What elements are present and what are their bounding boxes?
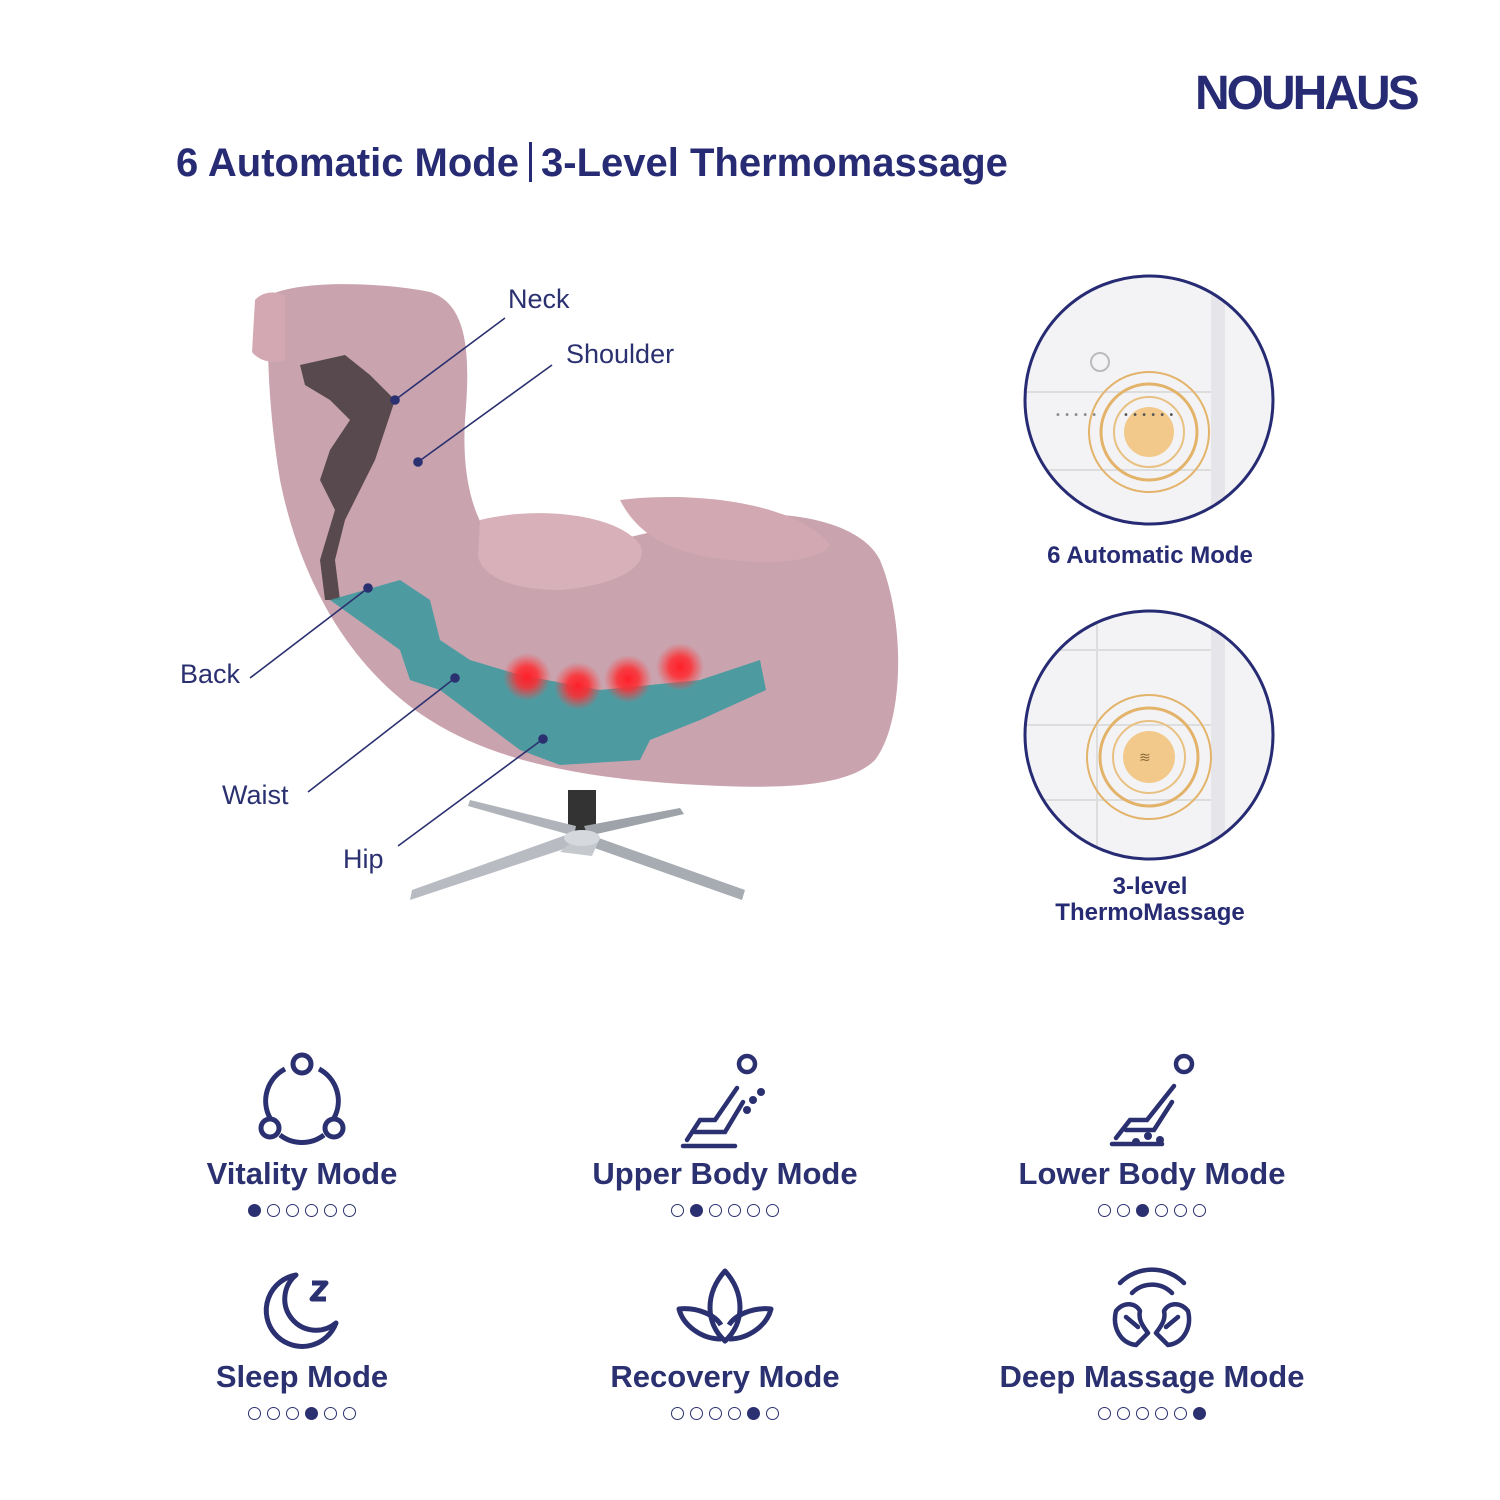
mode-dot	[728, 1204, 741, 1217]
mode-dot-active	[747, 1407, 760, 1420]
mode-dot	[747, 1204, 760, 1217]
mode-dot	[305, 1204, 318, 1217]
mode-dot	[324, 1407, 337, 1420]
mode-dot	[267, 1407, 280, 1420]
mode-sleep: Sleep Mode	[82, 1253, 522, 1420]
mode-dot	[709, 1407, 722, 1420]
mode-dot	[1117, 1407, 1130, 1420]
mode-dot	[1098, 1204, 1111, 1217]
label-hip: Hip	[343, 844, 384, 874]
mode-vitality: Vitality Mode	[82, 1050, 522, 1217]
mode-indicator	[505, 1407, 945, 1420]
deep-massage-icon	[932, 1253, 1372, 1353]
mode-dot-active	[1136, 1204, 1149, 1217]
label-shoulder: Shoulder	[566, 339, 675, 369]
mode-indicator	[932, 1204, 1372, 1217]
mode-dot	[1155, 1407, 1168, 1420]
headline-left: 6 Automatic Mode	[176, 141, 519, 185]
heat-points	[503, 643, 704, 710]
mode-dot	[766, 1204, 779, 1217]
mode-dot	[1174, 1407, 1187, 1420]
massage-mechanism-lower	[330, 580, 766, 765]
mode-indicator	[505, 1204, 945, 1217]
recovery-icon	[505, 1253, 945, 1353]
mode-dot	[1193, 1204, 1206, 1217]
mode-dot	[690, 1407, 703, 1420]
mode-dot	[728, 1407, 741, 1420]
mode-dot	[709, 1204, 722, 1217]
mode-dot	[248, 1407, 261, 1420]
sleep-icon	[82, 1253, 522, 1353]
mode-dot-active	[690, 1204, 703, 1217]
mode-dot	[1136, 1407, 1149, 1420]
headline-divider	[529, 142, 532, 182]
caption-thermomassage-line2: ThermoMassage	[1055, 899, 1245, 926]
mode-name: Deep Massage Mode	[999, 1359, 1305, 1394]
label-neck: Neck	[508, 284, 570, 314]
mode-upper-body: Upper Body Mode	[505, 1050, 945, 1217]
brand-logo: NOUHAUS	[1195, 67, 1420, 120]
svg-text:≋: ≋	[1139, 750, 1151, 766]
mode-indicator	[82, 1407, 522, 1420]
mode-dot	[1155, 1204, 1168, 1217]
chair-base	[410, 790, 745, 900]
caption-auto-mode: 6 Automatic Mode	[1047, 542, 1253, 569]
mode-name: Lower Body Mode	[1018, 1156, 1286, 1191]
mode-name: Upper Body Mode	[592, 1156, 858, 1191]
mode-dot	[267, 1204, 280, 1217]
mode-dot	[766, 1407, 779, 1420]
vitality-icon	[82, 1050, 522, 1150]
mode-recovery: Recovery Mode	[505, 1253, 945, 1420]
mode-name: Sleep Mode	[215, 1359, 389, 1394]
page-title: 6 Automatic Mode 3-Level Thermomassage	[176, 141, 1008, 186]
caption-thermomassage-line1: 3-level	[1112, 873, 1188, 900]
heat-closeup: ≋	[1023, 609, 1275, 861]
auto-mode-closeup: • • • • • • • • • • •	[1023, 274, 1275, 526]
lower-body-icon	[932, 1050, 1372, 1150]
mode-deep-massage: Deep Massage Mode	[932, 1253, 1372, 1420]
mode-dot	[286, 1407, 299, 1420]
mode-dot	[286, 1204, 299, 1217]
headline-right: 3-Level Thermomassage	[541, 141, 1008, 185]
mode-dot-active	[1193, 1407, 1206, 1420]
label-back: Back	[180, 659, 241, 689]
mode-dot	[343, 1204, 356, 1217]
label-waist: Waist	[222, 780, 289, 810]
mode-dot	[1174, 1204, 1187, 1217]
mode-dot	[1117, 1204, 1130, 1217]
svg-text:• • • • •: • • • • •	[1055, 410, 1097, 421]
massage-mechanism-upper	[300, 355, 395, 600]
chair-illustration	[249, 284, 899, 900]
mode-name: Recovery Mode	[610, 1359, 840, 1394]
svg-text:• • • • • •: • • • • • •	[1123, 410, 1174, 421]
mode-dot-active	[305, 1407, 318, 1420]
mode-dot	[1098, 1407, 1111, 1420]
mode-lower-body: Lower Body Mode	[932, 1050, 1372, 1217]
caption-thermomassage: 3-level ThermoMassage	[1010, 874, 1290, 926]
mode-dot	[671, 1204, 684, 1217]
control-panel-closeups: • • • • • • • • • • • ≋	[1023, 274, 1275, 861]
mode-dot-active	[248, 1204, 261, 1217]
mode-dot	[324, 1204, 337, 1217]
mode-indicator	[932, 1407, 1372, 1420]
mode-dot	[343, 1407, 356, 1420]
mode-indicator	[82, 1204, 522, 1217]
label-pointers	[249, 317, 553, 847]
upper-body-icon	[505, 1050, 945, 1150]
mode-name: Vitality Mode	[206, 1156, 398, 1191]
mode-dot	[671, 1407, 684, 1420]
